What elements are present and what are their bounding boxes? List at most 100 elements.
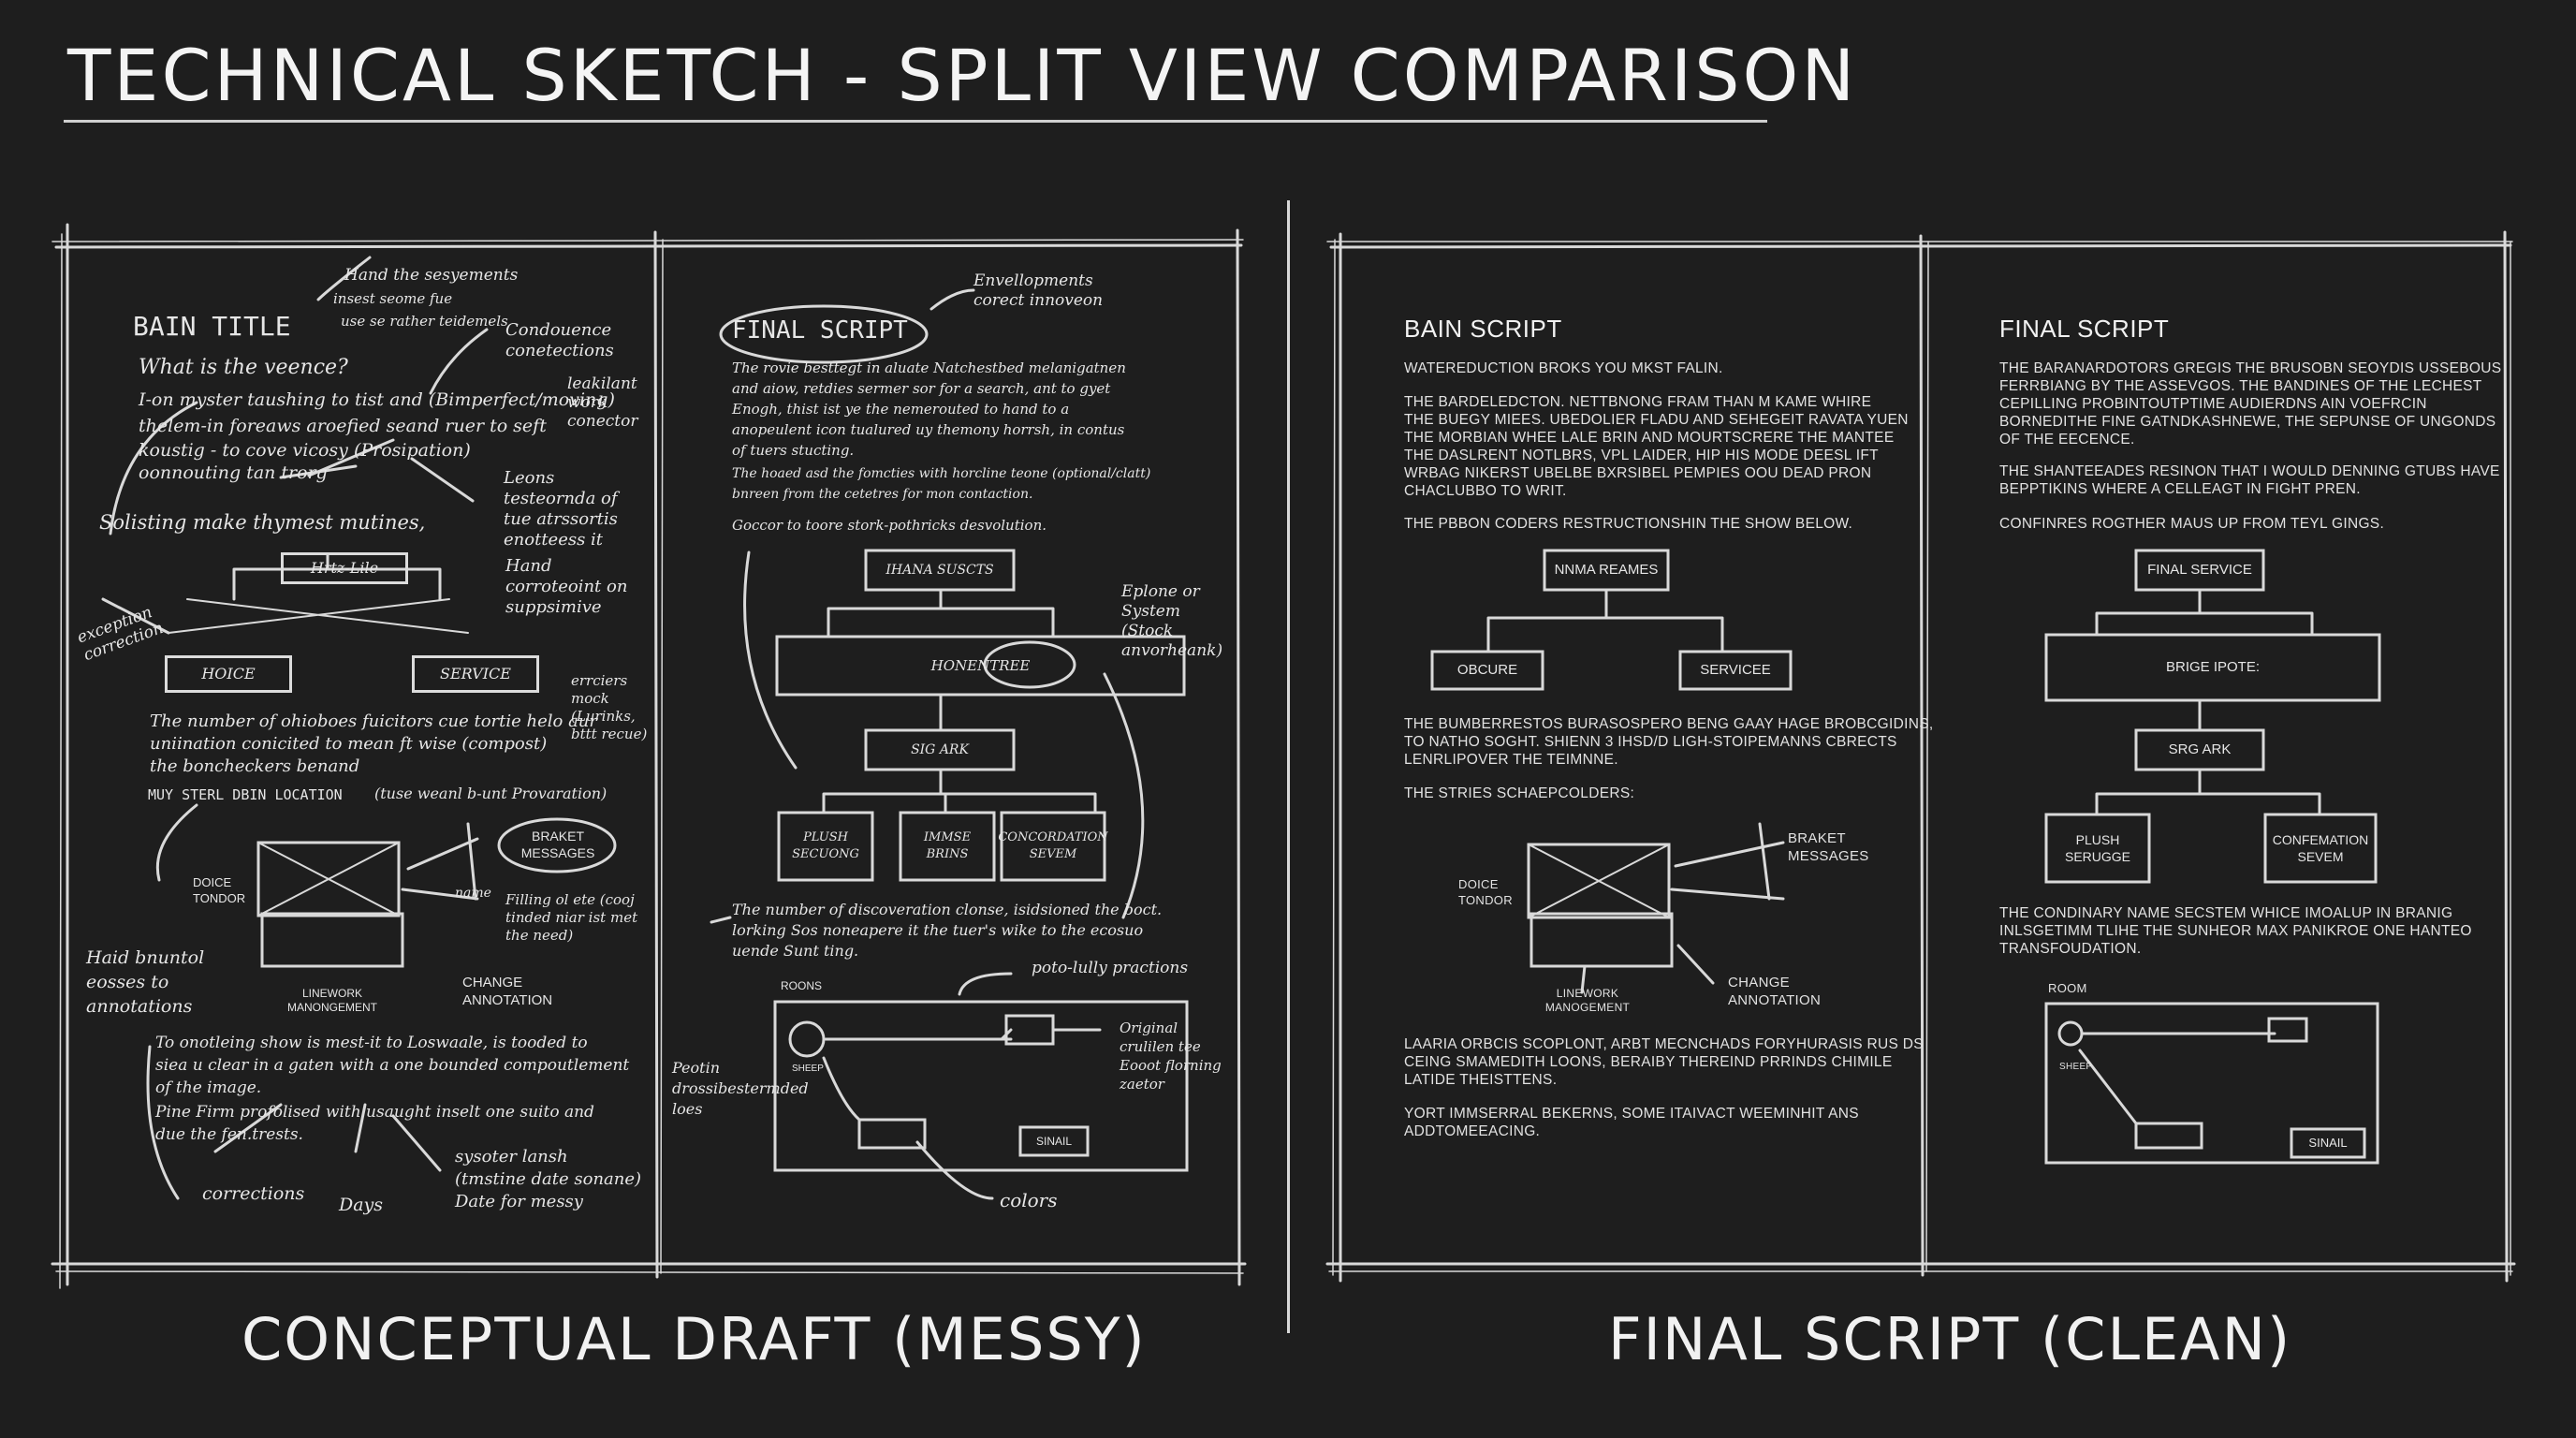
draft2-peotin: Peotin drossibestermded loes [672,1059,809,1118]
draft2-node-bottom-3: CONCORDATION SEVEM [998,830,1108,861]
final2-lines-d-2: INLSGETIMM TLIHE THE SUNHEOR MAX PANIKRO… [1999,923,2472,939]
final1-lines-g-1: YORT IMMSERRAL BEKERNS, SOME ITAIVACT WE… [1404,1106,1859,1122]
draft2-para1-line-4: anopeulent icon tualured uy themony horr… [732,421,1125,438]
final1-lines-a: WATEREDUCTION BROKS YOU MKST FALIN. [1404,360,1723,376]
final2-sheep: SHEEP [2059,1062,2093,1072]
draft1-doice: DOICE TONDOR [193,875,246,905]
final2-lines-a-5: OF THE EECENCE. [1999,432,2135,448]
final1-lines-b-2: THE BUEGY MIEES. UBEDOLIER FLADU AND SEH… [1404,412,1909,428]
final2-node-bottom-1: PLUSH SERUGGE [2064,832,2130,864]
draft2-colors: colors [1000,1189,1058,1211]
draft2-goccor: Goccor to toore stork-pothricks desvolut… [732,517,1047,534]
draft1-change: CHANGE ANNOTATION [462,975,553,1008]
final2-node-top: FINAL SERVICE [2147,562,2252,578]
final1-change: CHANGE ANNOTATION [1728,975,1822,1008]
draft1-node-right: SERVICE [412,655,539,693]
final2-lines-a-4: BORNEDITHE FINE GATNDKASHNEWE, THE SEPUN… [1999,414,2496,430]
draft1-body-line-4: oonnouting tan trorg [139,462,328,483]
draft2-para1-line-1: The rovie besttegt in aluate Natchestbed… [732,360,1126,376]
final1-lines-e: THE STRIES SCHAEPCOLDERS: [1404,785,1635,801]
final1-lines-b-3: THE MORBIAN WHEE LALE BRIN AND MOURTSCRE… [1404,430,1895,446]
final2-node-wide: BRIGE IPOTE: [2165,659,2261,675]
draft1-side-note: Leons testeornda of tue atrssortis enott… [504,468,618,550]
final1-lines-g-2: ADDTOMEEACING. [1404,1123,1541,1139]
draft2-original: Original crulilen tee Eooot florning zae… [1120,1020,1222,1093]
draft1-note-hand: Hand corroteoint on suppsimive [505,556,628,617]
draft1-para1-line-3: the boncheckers benand [150,756,360,776]
draft1-body-line-1: I-on myster taushing to tist and (Bimper… [139,389,615,410]
draft1-node-top: Hrtz-Lile [281,552,408,584]
draft1-para2-line-3: of the image. [155,1078,262,1097]
draft1-note-errors: errciers mock (Lurinks, bttt recue) [571,672,648,742]
final2-heading: FINAL SCRIPT [1999,315,2170,343]
draft2-para1-line-2: and aiow, retdies sermer sor for a searc… [732,380,1111,397]
draft2-rooms: ROONS [781,979,823,992]
final2-node-mid: SRG ARK [2168,741,2232,757]
final1-lines-f-3: LATIDE THEISTTENS. [1404,1072,1558,1088]
title-underline [64,120,1767,123]
draft1-note-top-5: leakilant work conector [567,374,638,431]
draft2-sheep: SHEEP [792,1064,824,1074]
final1-lines-c: THE PBBON CODERS RESTRUCTIONSHIN THE SHO… [1404,516,1853,532]
draft1-para1-line-2: uniination conicited to mean ft wise (co… [150,734,548,754]
final1-node-left: OBCURE [1456,662,1518,678]
draft2-para1-line-3: Enogh, thist ist ye the nemerouted to ha… [732,401,1070,418]
draft1-note-top-2: insest seome fue [333,290,453,307]
draft2-para1-line-5: of tuers stucting. [732,442,855,459]
draft1-bracket-label: BRAKET MESSAGES [520,829,595,860]
final2-lines-d-3: TRANSFOUDATION. [1999,941,2142,957]
final2-lines-d-1: THE CONDINARY NAME SECSTEM WHICE IMOALUP… [1999,905,2453,921]
draft1-corrections: corrections [202,1183,305,1204]
final1-lines-f-2: CEING SMAMEDITH LOONS, BERAIBY THEREIND … [1404,1054,1893,1070]
draft1-sysoter: sysoter lansh (tmstine date sonane) Date… [455,1147,642,1211]
final2-lines-a-3: CEPILLING PROBINTOUTPTIME AUDIERDNS AIN … [1999,396,2427,412]
draft2-poto: poto-lully practions [1032,959,1189,977]
caption-right: FINAL SCRIPT (CLEAN) [1608,1305,2292,1373]
draft1-body-line-3: koustig - to cove vicosy (Prosipation) [139,440,471,461]
draft2-para3-line-3: uende Sunt ting. [732,942,859,960]
center-divider [1287,200,1290,1333]
draft1-filling: Filling ol ete (cooj tinded niar ist met… [505,891,638,944]
draft1-note-top-1: Hand the sesyements [344,266,519,285]
final1-doice: DOICE TONDOR [1458,877,1513,907]
final1-lines-b-1: THE BARDELEDCTON. NETTBNONG FRAM THAN M … [1404,394,1872,410]
draft2-para2-line-1: The hoaed asd the fomcties with horcline… [732,466,1151,481]
draft1-para1-line-1: The number of ohioboes fuicitors cue tor… [150,712,598,731]
final1-linework: LINEWORK MANOGEMENT [1544,987,1631,1014]
draft2-signal: SINAIL [1035,1135,1072,1148]
draft1-hand-bounded: Haid bnuntol eosses to annotations [86,947,205,1017]
final1-lines-d-1: THE BUMBERRESTOS BURASOSPERO BENG GAAY H… [1404,716,1934,732]
draft2-node-bottom-1: PLUSH SECUONG [792,830,859,861]
final1-lines-b-6: CHACLUBBO TO WRIT. [1404,483,1567,499]
final2-lines-c: CONFINRES ROGTHER MAUS UP FROM TEYL GING… [1999,516,2385,532]
final1-lines-d-3: LENRLIPOVER THE TEIMNNE. [1404,752,1618,768]
final2-node-bottom-2: CONFEMATION SEVEM [2272,832,2369,864]
final1-node-top: NNMA REAMES [1554,562,1659,578]
draft1-days: Days [339,1195,384,1215]
final1-bracket-label: BRAKET MESSAGES [1788,830,1869,864]
final2-lines-a-1: THE BARANARDOTORS GREGIS THE BRUSOBN SEO… [1999,360,2502,376]
draft2-node-top: IHANA SUSCTS [886,563,994,578]
draft1-heading: BAIN TITLE [133,311,291,342]
draft2-para3-line-1: The number of discoveration clonse, isid… [732,901,1163,918]
final1-lines-b-4: THE DASLRENT NOTLBRS, VPL LAIDER, HIP HI… [1404,448,1879,463]
page-title: TECHNICAL SKETCH - SPLIT VIEW COMPARISON [67,34,1858,117]
draft1-para3-line-1: Pine Firm profolised with usaught inselt… [155,1103,594,1122]
final2-lines-b-2: BEPPTIKINS WHERE A CELLEAGT IN FIGHT PRE… [1999,481,2361,497]
draft2-envelopments: Envellopments corect innoveon [973,271,1104,310]
draft1-nami: name [455,886,491,901]
draft1-note-top-4: Condouence conetections [505,320,614,360]
draft1-para2-line-2: siea u clear in a gaten with a one bound… [155,1056,630,1075]
draft1-node-left: HOICE [165,655,292,693]
draft1-note-top-3: use se rather teidemels [341,313,508,330]
draft2-heading: FINAL SCRIPT [732,316,908,345]
draft1-strikeline: MUY STERL DBIN LOCATION [148,786,343,803]
draft2-node-bottom-2: IMMSE BRINS [923,830,972,861]
draft1-body-line-2: thelem-in foreaws aroefied seand ruer to… [139,416,547,436]
draft2-node-mid: SIG ARK [911,742,969,757]
final1-heading: BAIN SCRIPT [1404,315,1562,343]
final2-lines-a-2: FERRBIANG BY THE ASSEVGOS. THE BANDINES … [1999,378,2482,394]
draft1-line2: Solisting make thymest mutines, [99,511,426,534]
draft1-para3-line-2: due the fen.trests. [155,1125,303,1144]
